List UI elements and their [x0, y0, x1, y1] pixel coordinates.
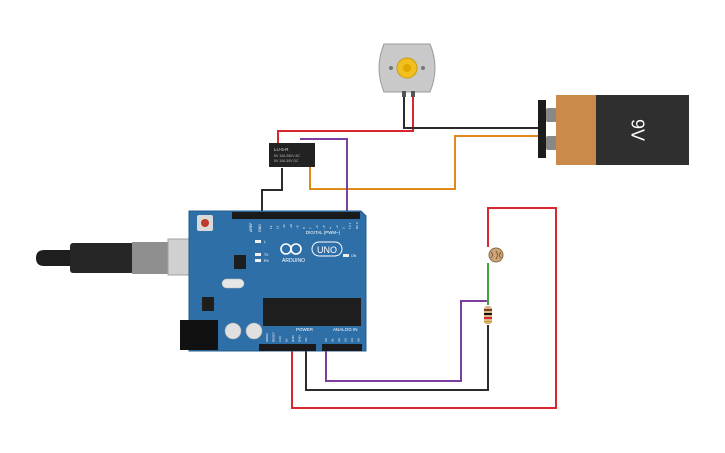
analog-pin-label: A2	[337, 338, 341, 342]
analog-label: ANALOG IN	[333, 327, 358, 332]
relay-label-3: 5V 10A 30V DC	[274, 159, 299, 163]
aref-label: AREF	[249, 222, 253, 232]
dc-motor-icon[interactable]	[378, 43, 436, 97]
power-pin-label: RESET	[272, 332, 276, 342]
relay-label-1: LU-5-R	[274, 147, 289, 152]
photoresistor-icon[interactable]	[488, 247, 504, 263]
power-pin-label: Vin	[304, 337, 308, 342]
model-text: UNO	[317, 245, 337, 255]
power-pin-label: GND	[298, 335, 302, 343]
digital-pin-label: TX 1	[348, 222, 352, 229]
wire-relay-digital-purple[interactable]	[300, 138, 348, 217]
power-pin-label: GND	[291, 335, 295, 343]
tx-label: TX	[264, 253, 269, 257]
brand-text: ARDUINO	[282, 258, 305, 264]
wire-a0-sensor-purple[interactable]	[325, 300, 488, 382]
digital-pin-label: 8	[302, 227, 306, 229]
digital-pin-label: 2	[342, 227, 346, 229]
battery-label: 9V	[627, 119, 647, 141]
analog-pin-label: A0	[324, 338, 328, 342]
digital-pin-label: ~10	[289, 224, 293, 229]
usb-cable-icon[interactable]	[36, 238, 215, 276]
atmega-chip	[263, 298, 361, 326]
wire-relay-battery-orange[interactable]	[309, 135, 540, 190]
wire-gnd-resistor-black[interactable]	[305, 325, 489, 391]
power-label: POWER	[296, 327, 314, 332]
digital-pin-label: ~9	[295, 225, 299, 229]
analog-pin-label: A1	[331, 338, 335, 342]
power-header[interactable]	[259, 344, 316, 351]
wire-relay-gnd-black[interactable]	[261, 168, 283, 217]
arduino-logo-icon	[280, 243, 302, 255]
rx-label: RX	[264, 259, 270, 263]
digital-pin-label: ~5	[322, 225, 326, 229]
digital-pin-label: RX 0	[355, 222, 359, 229]
on-label: ON	[351, 254, 357, 258]
analog-pin-label: A3	[344, 338, 348, 342]
resistor-icon[interactable]	[484, 306, 492, 324]
digital-pin-label: 7	[309, 227, 313, 229]
digital-header[interactable]	[232, 212, 360, 219]
analog-pin-label: A4	[350, 338, 354, 342]
arduino-uno-board[interactable]: AREF GND DIGITAL (PWM~) L TX RX ARDUINO …	[180, 210, 367, 352]
battery-9v[interactable]: 9V	[538, 95, 689, 165]
digital-pin-label: 12	[276, 225, 280, 229]
gnd-label: GND	[258, 224, 262, 232]
power-pin-label: 5V	[285, 338, 289, 342]
wire-relay-motor-red[interactable]	[277, 96, 414, 145]
power-pin-label: 3.3V	[278, 336, 282, 342]
power-jack[interactable]	[180, 320, 218, 350]
digital-pin-label: ~3	[335, 225, 339, 229]
power-pin-label: IOREF	[265, 333, 269, 342]
relay-label-2: 5V 10A 250V AC	[274, 154, 301, 158]
analog-header[interactable]	[322, 344, 362, 351]
wire-5v-sensor-red[interactable]	[291, 207, 557, 409]
relay-module[interactable]: LU-5-R 5V 10A 250V AC 5V 10A 30V DC	[269, 143, 315, 167]
digital-pin-label: 4	[328, 227, 332, 229]
digital-pin-label: 13	[269, 225, 273, 229]
digital-pin-label: ~6	[315, 225, 319, 229]
wire-motor-battery-black[interactable]	[403, 96, 540, 129]
digital-label: DIGITAL (PWM~)	[306, 230, 341, 235]
digital-pin-label: ~11	[282, 224, 286, 229]
analog-pin-label: A5	[357, 338, 361, 342]
l-label: L	[264, 240, 266, 244]
